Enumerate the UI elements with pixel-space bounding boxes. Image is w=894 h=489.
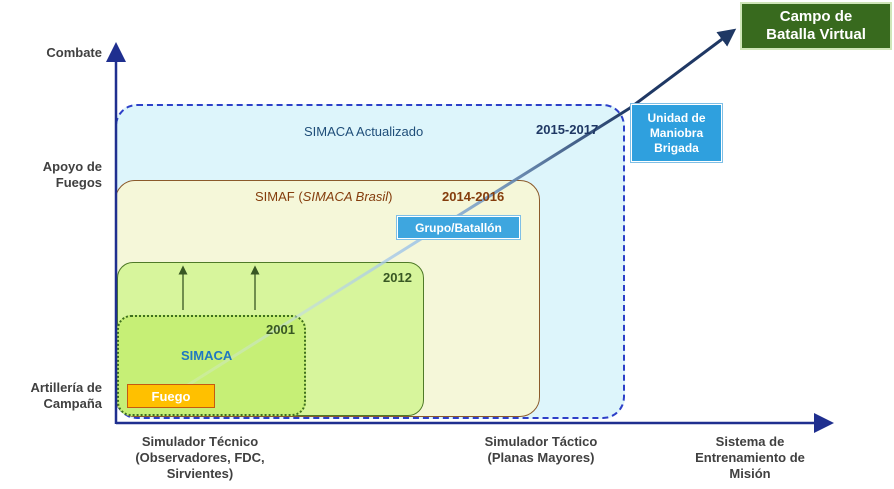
trend-arrow xyxy=(629,28,737,110)
simaf-name-close: ) xyxy=(388,189,393,204)
simaf-name-italic: SIMACA Brasil xyxy=(302,189,389,204)
stage-2012-year: 2012 xyxy=(383,270,412,285)
y-label-apoyo-fuegos: Apoyo de Fuegos xyxy=(42,159,102,190)
x-label-simulador-tecnico: Simulador Técnico (Observadores, FDC, Si… xyxy=(135,434,265,481)
x-label-simulador-tactico: Simulador Táctico (Planas Mayores) xyxy=(484,434,598,465)
unidad-maniobra-tag: Unidad de Maniobra Brigada xyxy=(630,103,723,163)
y-label-combate: Combate xyxy=(46,45,102,60)
simaca-year: 2001 xyxy=(266,322,295,337)
trend-line xyxy=(179,106,631,392)
y-label-artilleria: Artillería de Campaña xyxy=(30,380,102,411)
campo-batalla-virtual-tag: Campo de Batalla Virtual xyxy=(740,2,892,50)
simaca-actualizado-title: SIMACA Actualizado xyxy=(304,124,424,139)
simaf-year: 2014-2016 xyxy=(442,189,505,204)
x-label-sistema-entrenamiento: Sistema de Entrenamiento de Misión xyxy=(695,434,805,481)
simaca-actualizado-year: 2015-2017 xyxy=(536,122,599,137)
grupo-batallon-tag: Grupo/Batallón xyxy=(396,215,521,240)
simaca-title: SIMACA xyxy=(181,348,233,363)
fuego-tag: Fuego xyxy=(127,384,215,408)
simaf-name: SIMAF ( xyxy=(255,189,303,204)
simaf-title: SIMAF (SIMACA Brasil) xyxy=(255,189,393,204)
